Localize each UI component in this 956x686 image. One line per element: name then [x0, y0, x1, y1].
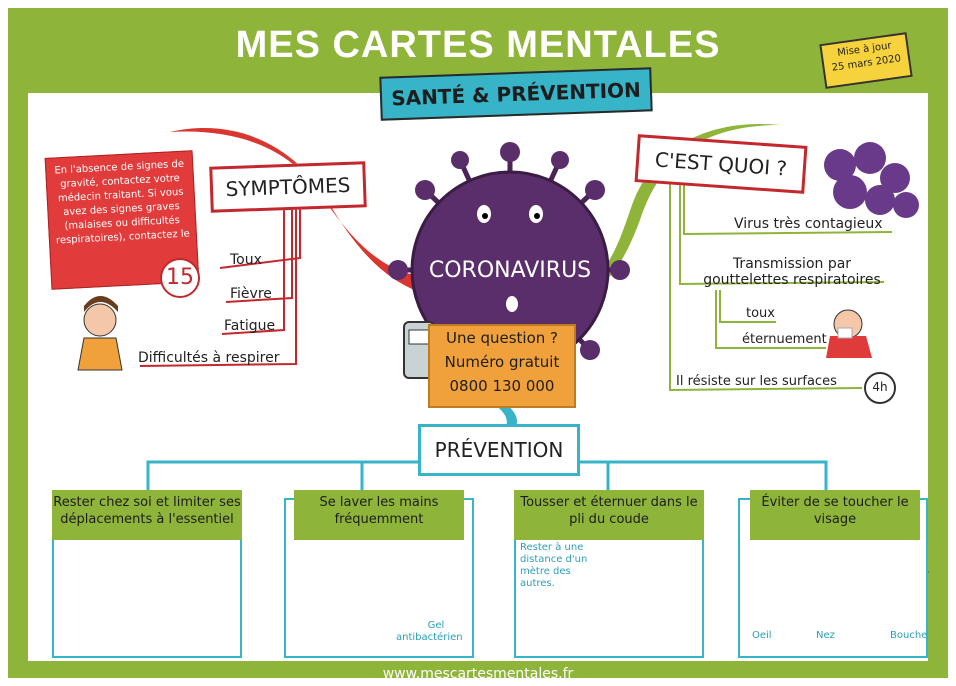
emergency-number: 15 — [160, 258, 200, 298]
symptom-item: Fièvre — [230, 286, 272, 302]
hotline-line1: Une question ? — [445, 329, 559, 347]
prevention-card-title: Tousser et éternuer dans le pli du coude — [514, 490, 704, 540]
clock-icon — [864, 372, 896, 404]
face-label-nose: Nez — [816, 630, 835, 641]
hotline-number: 0800 130 000 — [449, 377, 555, 395]
hotline-box: Une question ? Numéro gratuit 0800 130 0… — [428, 324, 576, 408]
sneezing-child-icon — [826, 309, 872, 358]
footer-url[interactable]: www.mescartesmentales.fr — [382, 666, 574, 682]
prevention-card-title: Éviter de se toucher le visage — [750, 490, 920, 540]
prevention-card-title: Rester chez soi et limiter ses déplaceme… — [52, 490, 242, 540]
prevention-card-title: Se laver les mains fréquemment — [294, 490, 464, 540]
prevention-label: PRÉVENTION — [418, 424, 580, 476]
sick-person-icon — [77, 296, 123, 371]
symptom-item: Toux — [230, 252, 262, 268]
gel-label: Gel — [427, 620, 445, 631]
virus-cluster-icon — [824, 142, 919, 218]
face-label-eye: Oeil — [752, 630, 772, 641]
gel-label-2: antibactérien — [396, 632, 463, 643]
virus-icon — [388, 142, 630, 394]
fact-sub-item: toux — [746, 306, 775, 321]
hotline-line2: Numéro gratuit — [444, 353, 560, 371]
face-label-mouth: Bouche — [890, 630, 928, 641]
fact-sub-item: éternuement — [742, 332, 827, 347]
page-title: MES CARTES MENTALES — [235, 24, 721, 66]
fact-item: Il résiste sur les surfaces — [676, 374, 837, 389]
symptoms-label: SYMPTÔMES — [209, 161, 367, 213]
clock-label: 4h — [872, 380, 888, 394]
fact-item: Transmission par gouttelettes respiratoi… — [703, 256, 881, 288]
severity-text: En l'absence de signes de gravité, conta… — [54, 158, 191, 247]
red-branch — [170, 128, 432, 296]
symptom-item: Fatigue — [224, 318, 276, 334]
symptom-item: Difficultés à respirer — [138, 350, 280, 366]
center-topic: CORONAVIRUS — [428, 258, 592, 283]
distance-note: Rester à une distance d'un mètre des aut… — [520, 542, 588, 589]
phone-icon — [403, 321, 435, 379]
fact-item: Virus très contagieux — [734, 216, 883, 232]
